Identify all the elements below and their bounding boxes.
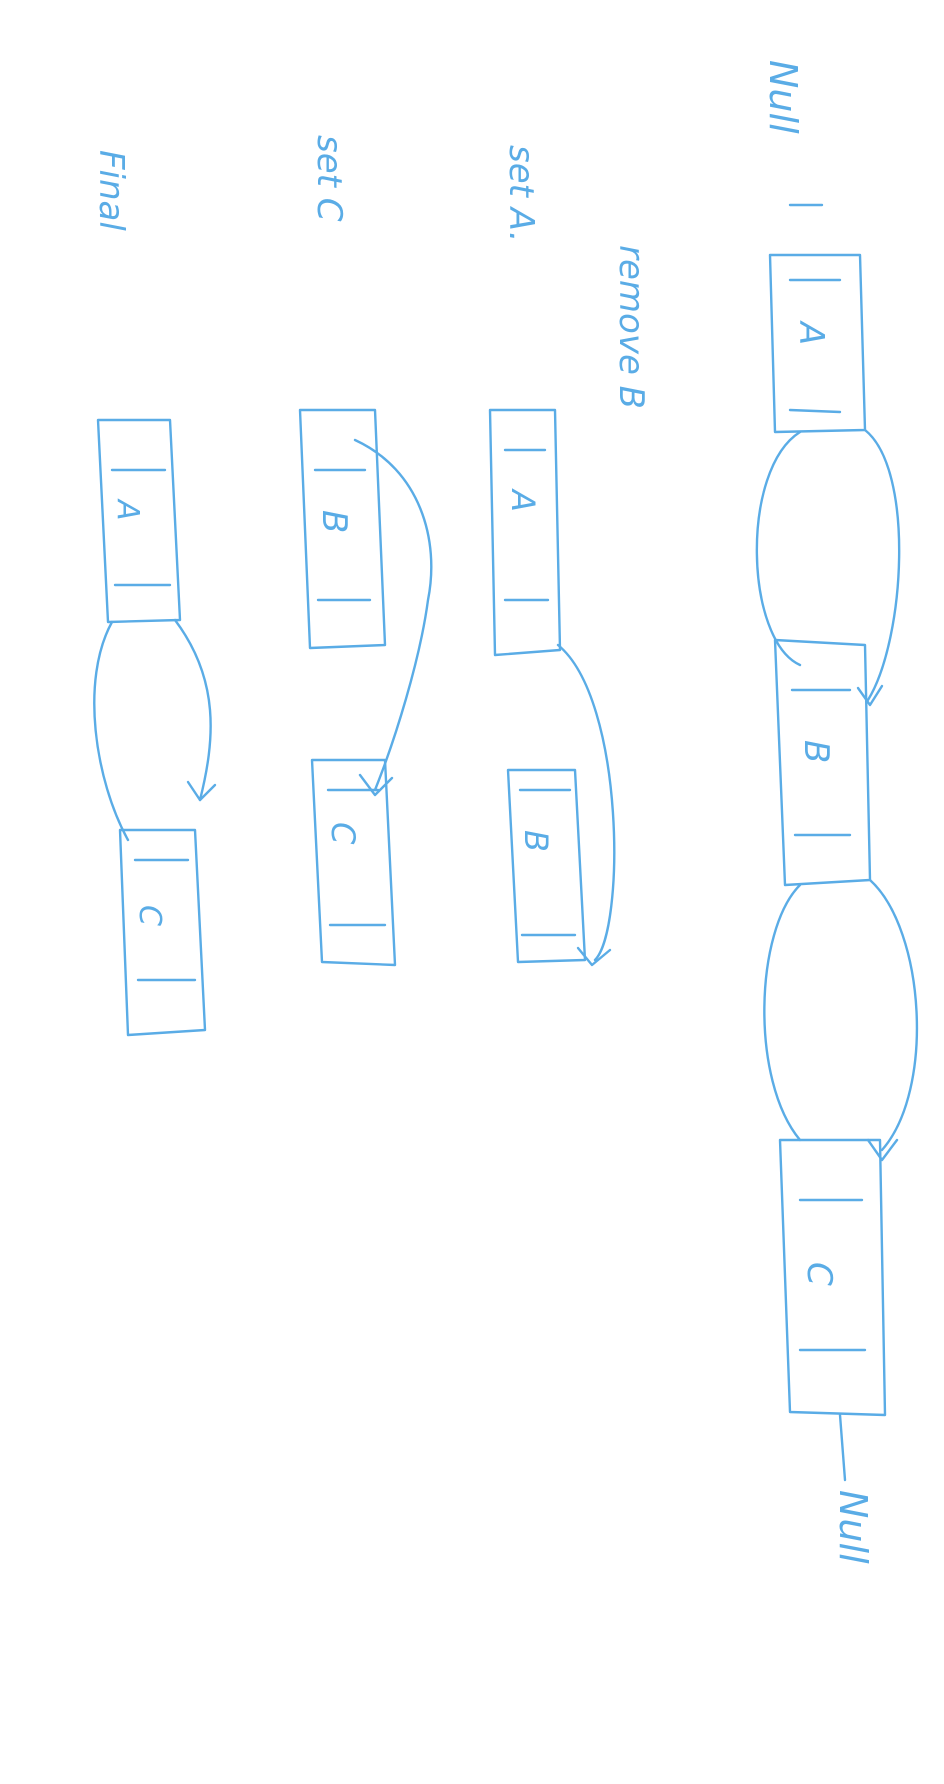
node-a-dividers xyxy=(503,448,550,602)
node-c-value: C xyxy=(324,822,362,845)
row-set-a: set A. A B xyxy=(488,145,616,967)
link-a-to-c-next xyxy=(173,618,212,802)
node-a: A xyxy=(768,253,867,434)
node-c-box xyxy=(118,828,207,1037)
node-a-value: A xyxy=(791,320,831,345)
null-label-end: Null xyxy=(831,1490,875,1564)
node-b-value: B xyxy=(796,740,836,763)
link-a-to-b xyxy=(556,643,616,962)
node-b-set-c: B xyxy=(298,408,387,650)
link-a-to-b-prev xyxy=(755,430,802,667)
set-a-label: set A. xyxy=(501,145,541,242)
arrow-head-a-b xyxy=(856,684,884,707)
final-label: Final xyxy=(91,150,131,231)
node-b-box xyxy=(298,408,387,650)
node-c-dividers xyxy=(133,858,197,982)
node-a-value: A xyxy=(110,498,145,521)
node-b: B xyxy=(773,638,872,887)
node-b-box xyxy=(506,768,587,964)
row-final: Final A C xyxy=(91,150,217,1037)
arrow-head-b-c xyxy=(358,773,394,797)
link-a-to-c-prev xyxy=(93,620,130,842)
node-c-dividers xyxy=(326,788,387,927)
node-c: C xyxy=(778,1138,887,1417)
node-c-set-c: C xyxy=(310,758,397,967)
node-b-dividers xyxy=(313,468,372,602)
row-set-c: set C B C xyxy=(298,135,433,967)
link-a-to-b-next xyxy=(863,428,901,702)
set-c-label: set C xyxy=(309,135,349,222)
node-b-value: B xyxy=(517,830,555,852)
node-a-box xyxy=(96,418,182,624)
node-c-final: C xyxy=(118,828,207,1037)
node-c-box xyxy=(310,758,397,967)
node-b-set-a: B xyxy=(506,768,587,964)
node-a-final: A xyxy=(96,418,182,624)
node-c-dividers xyxy=(798,1198,867,1352)
node-c-box xyxy=(778,1138,887,1417)
node-a-box xyxy=(488,408,562,657)
link-b-to-c xyxy=(353,438,433,792)
node-b-value: B xyxy=(314,510,354,533)
node-a-dividers xyxy=(788,278,842,414)
arrow-head-a-c xyxy=(186,780,217,802)
arrow-head-a-b xyxy=(576,946,612,967)
node-c-value: C xyxy=(132,905,167,926)
row-initial: Null A B C Null xyxy=(755,60,919,1564)
node-a-value: A xyxy=(504,488,542,512)
node-a-set-a: A xyxy=(488,408,562,657)
link-b-to-c-next xyxy=(868,878,919,1152)
node-b-dividers xyxy=(790,688,852,837)
node-c-value: C xyxy=(799,1262,839,1286)
node-a-dividers xyxy=(110,468,172,587)
remove-b-note: remove B xyxy=(611,245,651,409)
link-b-to-c-prev xyxy=(763,883,802,1142)
arrow-head-b-c xyxy=(866,1138,899,1162)
null-label-start: Null xyxy=(761,60,805,134)
node-b-dividers xyxy=(518,788,577,937)
null-tick-end xyxy=(838,1413,847,1482)
